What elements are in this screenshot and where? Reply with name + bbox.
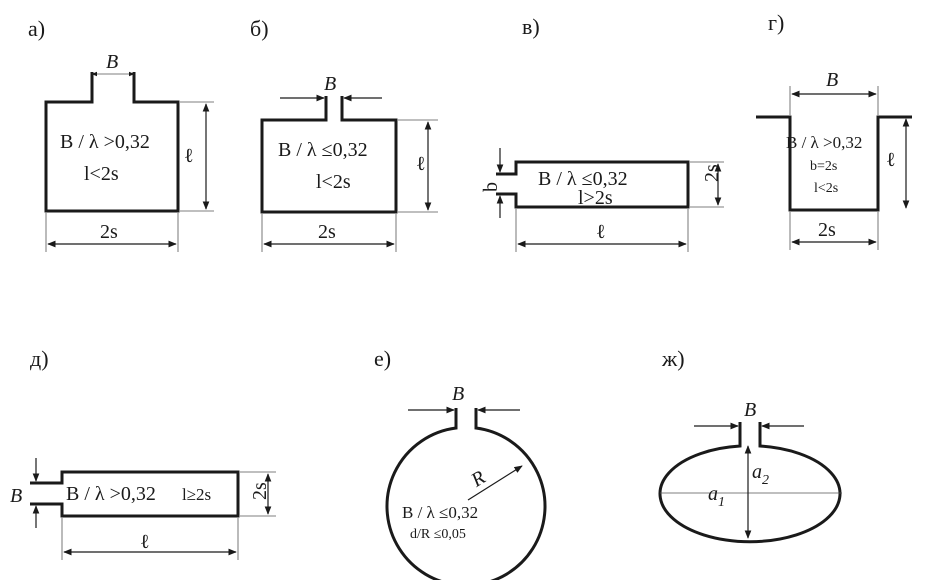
panel-v-ratio: B / λ ≤0,32 xyxy=(538,168,628,190)
panel-g-base-label: 2s xyxy=(818,219,836,241)
panel-b-letter: б) xyxy=(250,16,269,41)
panel-g-width-label: B xyxy=(826,69,838,91)
panel-a-letter: а) xyxy=(28,16,45,41)
panel-b-ratio: B / λ ≤0,32 xyxy=(278,139,368,161)
panel-d-side-label: B xyxy=(10,485,22,507)
panel-v: в) b B / λ ≤0,32 l>2s 2s ℓ xyxy=(480,14,724,252)
panel-b-cavity xyxy=(260,96,398,214)
panel-zh-a2-label: a2 xyxy=(752,461,769,488)
panel-v-length-label: ℓ xyxy=(596,221,606,243)
panel-d-ratio: B / λ >0,32 xyxy=(66,483,156,505)
panel-a-ratio: B / λ >0,32 xyxy=(60,131,150,153)
panel-v-cavity xyxy=(496,160,690,209)
panel-v-height-label: 2s xyxy=(701,164,723,182)
panel-e-cavity xyxy=(385,408,547,580)
panel-g: г) B B / λ >0,32 b=2s l<2s ℓ 2s xyxy=(756,10,912,250)
panel-b-base-label: 2s xyxy=(318,221,336,243)
panel-e: е) B R B / λ ≤0,32 d/R ≤0,05 xyxy=(374,346,547,580)
panel-zh-cavity xyxy=(658,422,842,544)
panel-g-height-label: ℓ xyxy=(886,149,896,171)
panel-v-side-label: b xyxy=(480,182,502,192)
panel-a-cavity xyxy=(44,72,180,213)
panel-e-condition: d/R ≤0,05 xyxy=(410,527,466,542)
panel-d-height-label: 2s xyxy=(249,482,271,500)
panel-e-ratio: B / λ ≤0,32 xyxy=(402,503,478,522)
panel-a-width-label: B xyxy=(106,51,118,73)
panel-zh-a1-label: a1 xyxy=(708,483,725,510)
panel-zh-letter: ж) xyxy=(661,346,685,371)
panel-b-height-label: ℓ xyxy=(416,153,426,175)
panel-g-condition-2: l<2s xyxy=(814,181,838,196)
panel-zh-width-label: B xyxy=(744,399,756,421)
panel-a-height-label: ℓ xyxy=(184,145,194,167)
panel-d-cavity xyxy=(30,470,240,518)
panel-g-cavity xyxy=(756,115,912,212)
panel-b-condition: l<2s xyxy=(316,171,351,193)
panel-v-condition: l>2s xyxy=(578,187,613,209)
panel-e-letter: е) xyxy=(374,346,391,371)
panel-a: а) B B / λ >0,32 l<2s ℓ 2s xyxy=(28,16,214,252)
panel-v-letter: в) xyxy=(522,14,540,39)
panel-d-letter: д) xyxy=(30,346,49,371)
panel-d-condition: l≥2s xyxy=(182,485,211,504)
panel-b-width-label: B xyxy=(324,73,336,95)
panel-a-condition: l<2s xyxy=(84,163,119,185)
panel-e-width-label: B xyxy=(452,383,464,405)
panel-g-letter: г) xyxy=(768,10,784,35)
panel-g-condition-1: b=2s xyxy=(810,159,837,174)
panel-g-ratio: B / λ >0,32 xyxy=(786,133,862,152)
panel-zh: ж) B a1 a2 xyxy=(658,346,842,544)
panel-d: д) B B / λ >0,32 l≥2s 2s ℓ xyxy=(10,346,276,560)
panel-a-base-label: 2s xyxy=(100,221,118,243)
panel-d-length-label: ℓ xyxy=(140,531,150,553)
panel-b: б) B B / λ ≤0,32 l<2s ℓ 2s xyxy=(250,16,438,252)
